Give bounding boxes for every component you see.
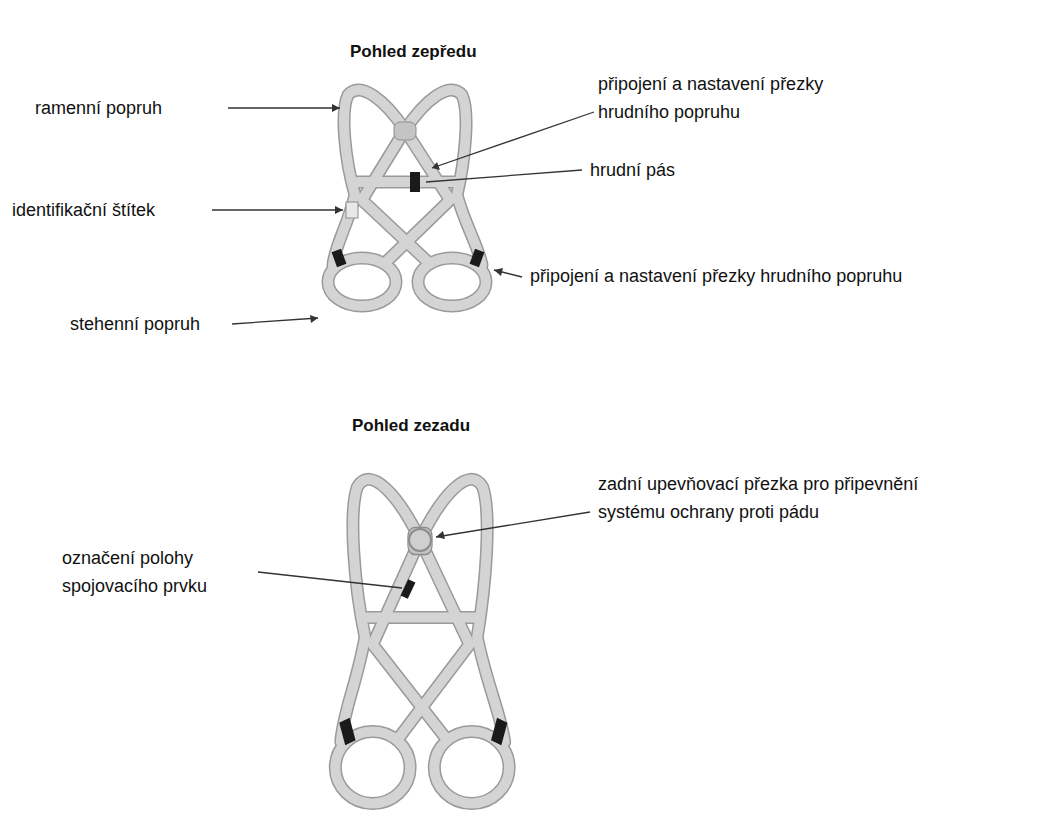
part-label: zadní upevňovací přezka pro připevnění s… [598,470,948,526]
part-label: označení polohy spojovacího prvku [62,544,252,600]
leader-arrowheads [310,104,503,539]
part-label: ramenní popruh [35,94,162,122]
part-label: hrudní pás [590,156,675,184]
connector-mark [401,579,416,599]
part-label: stehenní popruh [70,310,200,338]
leader-lines [212,108,594,588]
rear-harness [335,479,509,803]
part-label: připojení a nastavení přezky hrudního po… [598,70,868,126]
front-harness [328,90,486,306]
view-heading: Pohled zepředu [350,38,477,66]
d-ring [409,529,431,551]
part-label: připojení a nastavení přezky hrudního po… [530,262,902,290]
part-label: identifikační štítek [12,196,155,224]
view-heading: Pohled zezadu [352,412,470,440]
